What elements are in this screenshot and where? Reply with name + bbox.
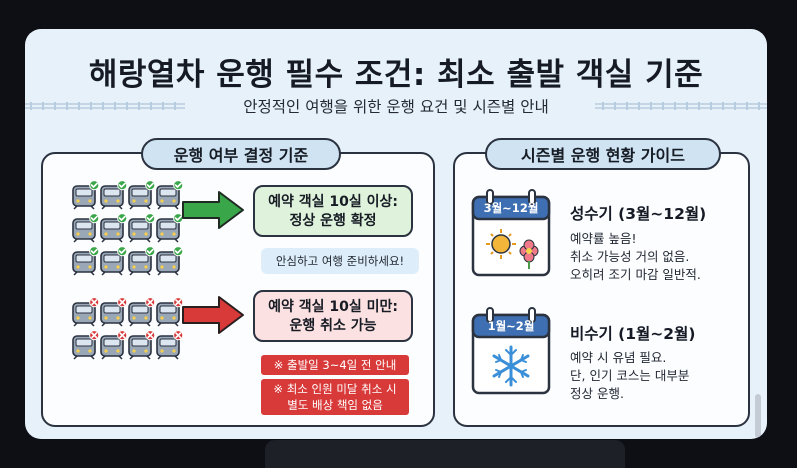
train-icon — [128, 297, 156, 327]
peak-desc-line3: 오히려 조기 마감 일반적. — [570, 267, 701, 282]
train-icon — [156, 180, 184, 210]
rail-decoration-left — [25, 102, 185, 110]
peak-season-title: 성수기 (3월~12월) — [570, 205, 707, 223]
train-icon — [156, 297, 184, 327]
ok-condition-line2: 정상 운행 확정 — [289, 213, 377, 229]
peak-season-desc: 예약률 높음! 취소 가능성 거의 없음. 오히려 조기 마감 일반적. — [570, 230, 740, 284]
off-desc-line1: 예약 시 유념 필요. — [570, 350, 667, 365]
train-icon — [100, 330, 128, 360]
train-grid-ok — [71, 180, 191, 280]
page-title: 해랑열차 운행 필수 조건: 최소 출발 객실 기준 — [88, 57, 704, 93]
train-icon — [128, 213, 156, 243]
calendar-icon — [471, 307, 551, 395]
calendar-icon — [471, 189, 551, 277]
train-icon — [128, 246, 156, 276]
train-icon — [72, 246, 100, 276]
off-desc-line2: 단, 인기 코스는 대부분 — [570, 368, 690, 383]
red-arrow-icon — [182, 296, 244, 334]
ok-condition-box: 예약 객실 10실 이상: 정상 운행 확정 — [253, 185, 413, 237]
season-guide-header: 시즌별 운행 현황 가이드 — [485, 138, 721, 170]
peak-calendar-label: 3월~12월 — [483, 201, 539, 215]
train-grid-cancel — [71, 297, 191, 363]
cancel-condition-line1: 예약 객실 10실 미만: — [268, 299, 398, 315]
train-icon — [72, 180, 100, 210]
ok-condition-line1: 예약 객실 10실 이상: — [268, 194, 398, 210]
train-icon — [100, 213, 128, 243]
train-icon — [128, 330, 156, 360]
cancel-warning-2-line1: ※ 최소 인원 미달 취소 시 — [273, 382, 397, 396]
train-icon — [72, 330, 100, 360]
off-season-title: 비수기 (1월~2월) — [570, 325, 696, 343]
rail-decoration-right — [595, 102, 767, 110]
train-icon — [156, 213, 184, 243]
peak-desc-line1: 예약률 높음! — [570, 231, 637, 246]
off-season-desc: 예약 시 유념 필요. 단, 인기 코스는 대부분 정상 운행. — [570, 349, 740, 403]
train-icon — [100, 297, 128, 327]
cancel-warning-1: ※ 출발일 3~4일 전 안내 — [261, 355, 409, 375]
season-guide-panel: 시즌별 운행 현황 가이드 — [453, 138, 750, 427]
operation-criteria-panel: 운행 여부 결정 기준 예약 객실 10실 이상: 정상 운행 확정 안심하고 … — [41, 138, 435, 427]
green-arrow-icon — [182, 191, 244, 229]
info-card: 해랑열차 운행 필수 조건: 최소 출발 객실 기준 안정적인 여행을 위한 운… — [25, 29, 767, 439]
operation-criteria-header: 운행 여부 결정 기준 — [141, 138, 341, 170]
train-icon — [100, 180, 128, 210]
cancel-condition-box: 예약 객실 10실 미만: 운행 취소 가능 — [253, 290, 413, 342]
scrollbar-thumb[interactable] — [755, 394, 761, 438]
train-icon — [156, 246, 184, 276]
train-icon — [156, 330, 184, 360]
train-icon — [128, 180, 156, 210]
peak-desc-line2: 취소 가능성 거의 없음. — [570, 249, 690, 264]
background-blur — [265, 440, 625, 468]
cancel-condition-line2: 운행 취소 가능 — [289, 318, 377, 334]
cancel-warning-2: ※ 최소 인원 미달 취소 시 별도 배상 책임 없음 — [261, 379, 409, 415]
train-icon — [72, 213, 100, 243]
page-subtitle: 안정적인 여행을 위한 운행 요건 및 시즌별 안내 — [243, 98, 549, 116]
off-desc-line3: 정상 운행. — [570, 386, 624, 401]
off-calendar-label: 1월~2월 — [487, 319, 535, 333]
cancel-warning-2-line2: 별도 배상 책임 없음 — [287, 398, 383, 412]
ok-note: 안심하고 여행 준비하세요! — [261, 248, 419, 274]
train-icon — [100, 246, 128, 276]
train-icon — [72, 297, 100, 327]
